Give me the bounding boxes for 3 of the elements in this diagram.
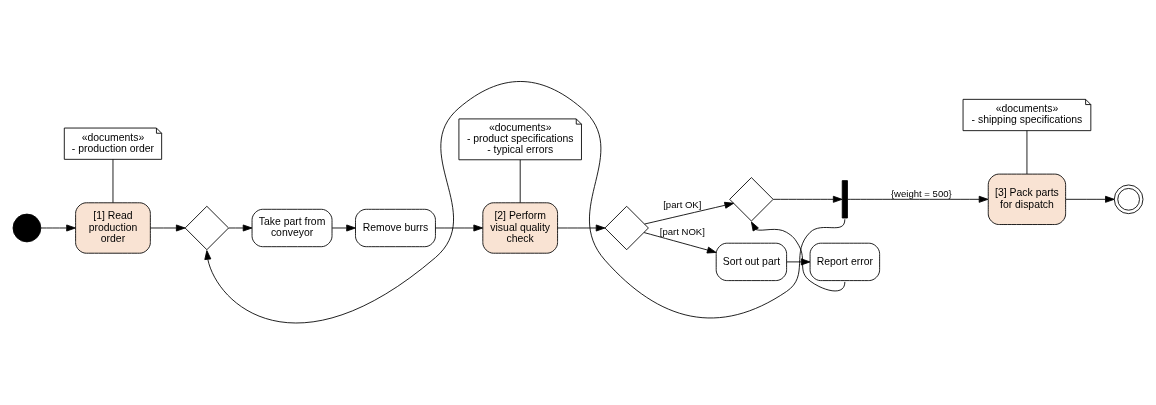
edge-label: [part NOK] bbox=[659, 225, 705, 237]
edge-label: {weight = 500} bbox=[890, 187, 952, 199]
edge-label: [part OK] bbox=[663, 198, 702, 210]
